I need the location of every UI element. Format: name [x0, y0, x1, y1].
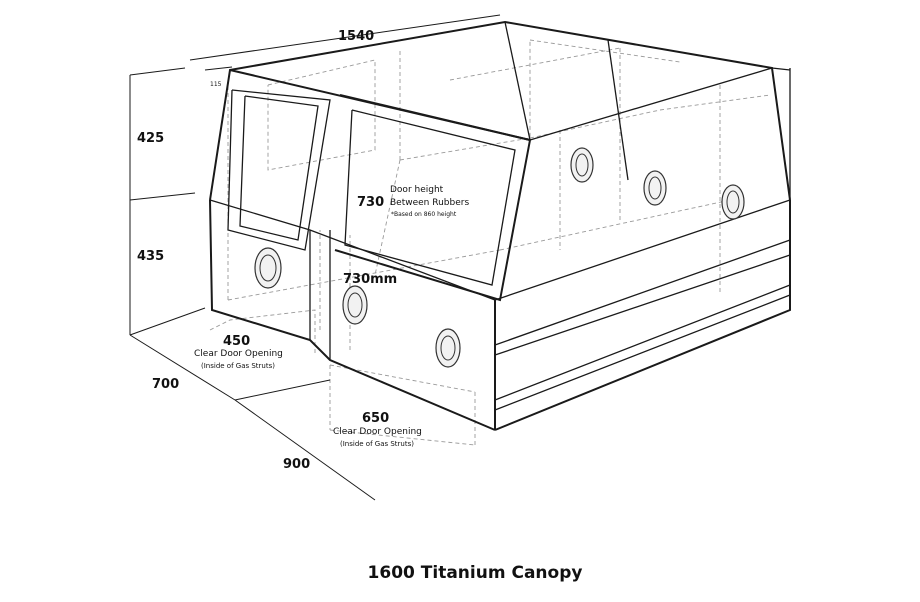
latch-side-2-icon — [643, 170, 667, 206]
dim-gap-top: 115 — [210, 81, 222, 88]
latch-side-1-icon — [570, 147, 594, 183]
door-width-value: 730mm — [343, 272, 397, 287]
right-opening-label: Clear Door Opening — [333, 427, 422, 437]
door-height-value: 730 — [357, 195, 384, 210]
latches — [254, 147, 745, 368]
right-opening-value: 650 — [362, 411, 389, 426]
right-opening-sub: (Inside of Gas Struts) — [340, 440, 414, 448]
dim-width-top: 1540 — [338, 29, 374, 44]
door-height-note: *Based on 860 height — [391, 211, 457, 218]
left-opening-value: 450 — [223, 334, 250, 349]
door-height-label-2: Between Rubbers — [390, 198, 469, 208]
latch-side-3-icon — [721, 184, 745, 220]
latch-front-left-icon — [254, 247, 282, 289]
canopy-body — [209, 20, 791, 431]
dimension-lines — [129, 14, 501, 501]
hidden-lines — [209, 39, 771, 446]
latch-front-centre-icon — [342, 285, 368, 325]
latch-front-right-icon — [435, 328, 461, 368]
dim-depth-front: 700 — [152, 377, 179, 392]
dim-height-lower: 435 — [137, 249, 164, 264]
dimension-labels: 1540 115 425 435 700 900 730 Door height… — [137, 29, 469, 472]
diagram-title: 1600 Titanium Canopy — [368, 563, 583, 583]
left-opening-sub: (Inside of Gas Struts) — [201, 362, 275, 370]
dim-height-upper: 425 — [137, 131, 164, 146]
dim-depth-rear: 900 — [283, 457, 310, 472]
door-height-label-1: Door height — [390, 185, 444, 195]
left-opening-label: Clear Door Opening — [194, 349, 283, 359]
